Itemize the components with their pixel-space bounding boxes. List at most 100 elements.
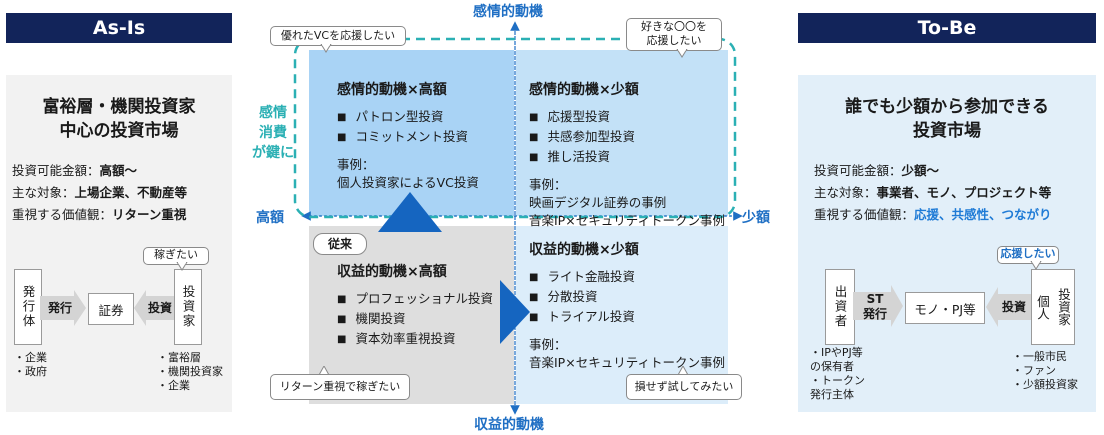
as-is-invest-arrow xyxy=(134,290,180,326)
bubble-bottom-right-tail xyxy=(677,366,689,375)
quadrant-item: ライト金融投資 xyxy=(529,268,725,288)
emotion-key-label: 感情 消費 が鍵に xyxy=(248,103,298,163)
as-is-bubble: 稼ぎたい xyxy=(143,247,209,265)
as-is-bubble-tail xyxy=(176,262,188,271)
quadrant-example-label: 事例： xyxy=(529,177,567,192)
to-be-invest-label: 投資 xyxy=(1001,300,1026,314)
bubble-top-left-tail xyxy=(320,44,332,53)
as-is-investor-box: 投資家 xyxy=(174,269,202,345)
quadrant-top-right: 感情的動機×少額 応援型投資 共感参加型投資 推し活投資 事例： 映画デジタル証… xyxy=(505,66,725,230)
as-is-attributes: 投資可能金額：高額～ 主な対象：上場企業、不動産等 重視する価値観：リターン重視 xyxy=(12,160,187,226)
bubble-top-left: 優れたVCを応援したい xyxy=(270,26,406,46)
to-be-individual-label: 個人 xyxy=(1035,294,1050,320)
emotion-key-line: が鍵に xyxy=(252,145,294,161)
quadrant-item: プロフェッショナル投資 xyxy=(337,290,493,310)
conventional-tag: 従来 xyxy=(313,233,367,255)
to-be-bubble-tail xyxy=(1030,261,1042,270)
to-be-investor-label: 投資家 xyxy=(1056,288,1071,326)
quadrant-example-label: 事例： xyxy=(529,337,567,352)
to-be-issuer-note: ・トークン xyxy=(810,374,865,387)
quadrant-item: 推し活投資 xyxy=(529,148,725,168)
as-is-invest-label: 投資 xyxy=(147,301,172,315)
quadrant-example-label: 事例： xyxy=(337,157,375,172)
quadrant-item: パトロン型投資 xyxy=(337,108,479,128)
quadrant-item: 分散投資 xyxy=(529,288,725,308)
as-is-issue-arrow xyxy=(40,290,86,326)
bubble-line: 好きな〇〇を xyxy=(641,20,707,33)
quadrant-title: 収益的動機×高額 xyxy=(337,264,447,280)
quadrant-item: 機関投資 xyxy=(337,310,493,330)
as-is-issuer-box: 発行体 xyxy=(14,269,42,345)
as-is-title: 富裕層・機関投資家 中心の投資市場 xyxy=(6,95,232,143)
as-is-investor-note: ・富裕層 xyxy=(157,351,201,364)
as-is-title-line-1: 富裕層・機関投資家 xyxy=(42,97,196,117)
quadrant-item: コミットメント投資 xyxy=(337,128,479,148)
to-be-investor-note: ・少額投資家 xyxy=(1012,378,1078,391)
to-be-title: 誰でも少額から参加できる 投資市場 xyxy=(798,95,1096,143)
bubble-top-right: 好きな〇〇を 応援したい xyxy=(626,18,722,51)
quadrant-item: 共感参加型投資 xyxy=(529,128,725,148)
axis-bottom-label: 収益的動機 xyxy=(474,417,544,433)
quadrant-example: 音楽IP×セキュリティトークン事例 xyxy=(529,355,725,370)
quadrant-title: 感情的動機×高額 xyxy=(337,82,447,98)
as-is-investor-note: ・企業 xyxy=(157,379,190,392)
bubble-bottom-left: リターン重視で稼ぎたい xyxy=(270,374,410,400)
quadrant-item: 応援型投資 xyxy=(529,108,725,128)
as-is-investor-note: ・機関投資家 xyxy=(157,365,223,378)
quadrant-bottom-left: 収益的動機×高額 プロフェッショナル投資 機関投資 資本効率重視投資 xyxy=(313,248,493,350)
axis-right-label: 少額 xyxy=(742,210,770,226)
to-be-values: 重視する価値観：応援、共感性、つながり xyxy=(814,207,1052,222)
to-be-issuer-note: 発行主体 xyxy=(810,388,854,401)
as-is-securities-box: 証券 xyxy=(88,293,134,325)
to-be-investor-note: ・ファン xyxy=(1012,364,1056,377)
to-be-header: To-Be xyxy=(798,13,1096,43)
to-be-investable: 投資可能金額：少額～ xyxy=(814,163,940,178)
to-be-issuer-notes: ・IPやPJ等 の保有者 ・トークン 発行主体 xyxy=(810,346,865,402)
as-is-panel xyxy=(6,75,232,412)
quadrant-example: 音楽IP×セキュリティトークン事例 xyxy=(529,213,725,228)
arrow-right-to-small xyxy=(500,280,530,344)
to-be-issue-label-line: 発行 xyxy=(862,307,887,321)
as-is-investable: 投資可能金額：高額～ xyxy=(12,163,138,178)
quadrant-example: 映画デジタル証券の事例 xyxy=(529,195,667,210)
as-is-issuer-note: ・政府 xyxy=(14,365,47,378)
emotion-key-line: 消費 xyxy=(259,125,287,141)
to-be-invest-arrow xyxy=(986,287,1032,327)
quadrant-example: 個人投資家によるVC投資 xyxy=(337,175,479,190)
as-is-issuer-note: ・企業 xyxy=(14,351,47,364)
as-is-issuer-notes: ・企業 ・政府 xyxy=(14,351,47,379)
as-is-investor-notes: ・富裕層 ・機関投資家 ・企業 xyxy=(157,351,223,393)
to-be-investor-box: 個人 投資家 xyxy=(1031,269,1075,345)
bubble-bottom-left-tail xyxy=(318,366,330,375)
as-is-values: 重視する価値観：リターン重視 xyxy=(12,207,187,222)
as-is-header: As-Is xyxy=(6,13,232,43)
to-be-attributes: 投資可能金額：少額～ 主な対象：事業者、モノ、プロジェクト等 重視する価値観：応… xyxy=(814,160,1052,226)
quadrant-item: トライアル投資 xyxy=(529,308,725,328)
to-be-panel xyxy=(798,75,1096,412)
to-be-title-line-1: 誰でも少額から参加できる xyxy=(845,97,1049,117)
as-is-title-line-2: 中心の投資市場 xyxy=(59,121,179,141)
bubble-top-right-tail xyxy=(676,49,688,58)
as-is-issue-label: 発行 xyxy=(47,301,72,315)
quadrant-item: 資本効率重視投資 xyxy=(337,330,493,350)
quadrant-title: 感情的動機×少額 xyxy=(529,82,639,98)
axis-top-label: 感情的動機 xyxy=(473,4,543,20)
quadrant-title: 収益的動機×少額 xyxy=(529,242,639,258)
bubble-line: 応援したい xyxy=(646,34,702,47)
to-be-investor-notes: ・一般市民 ・ファン ・少額投資家 xyxy=(1012,350,1078,392)
arrow-up-to-emotion xyxy=(378,192,442,232)
to-be-investor-note: ・一般市民 xyxy=(1012,350,1067,363)
emotion-key-line: 感情 xyxy=(259,105,287,121)
to-be-asset-box: モノ・PJ等 xyxy=(905,292,985,324)
to-be-issue-label: ST 発行 xyxy=(853,292,897,322)
to-be-bubble: 応援したい xyxy=(997,246,1059,264)
to-be-targets: 主な対象：事業者、モノ、プロジェクト等 xyxy=(814,185,1052,200)
to-be-issue-arrow xyxy=(853,285,903,327)
to-be-issuer-note: ・IPやPJ等 xyxy=(810,346,863,359)
quadrant-top-left: 感情的動機×高額 パトロン型投資 コミットメント投資 事例： 個人投資家によるV… xyxy=(313,66,479,192)
to-be-issuer-box: 出資者 xyxy=(825,269,855,345)
bubble-bottom-right: 損せず試してみたい xyxy=(626,374,742,400)
to-be-title-line-2: 投資市場 xyxy=(913,121,981,141)
emotion-zone-outline xyxy=(293,37,737,219)
as-is-targets: 主な対象：上場企業、不動産等 xyxy=(12,185,188,200)
